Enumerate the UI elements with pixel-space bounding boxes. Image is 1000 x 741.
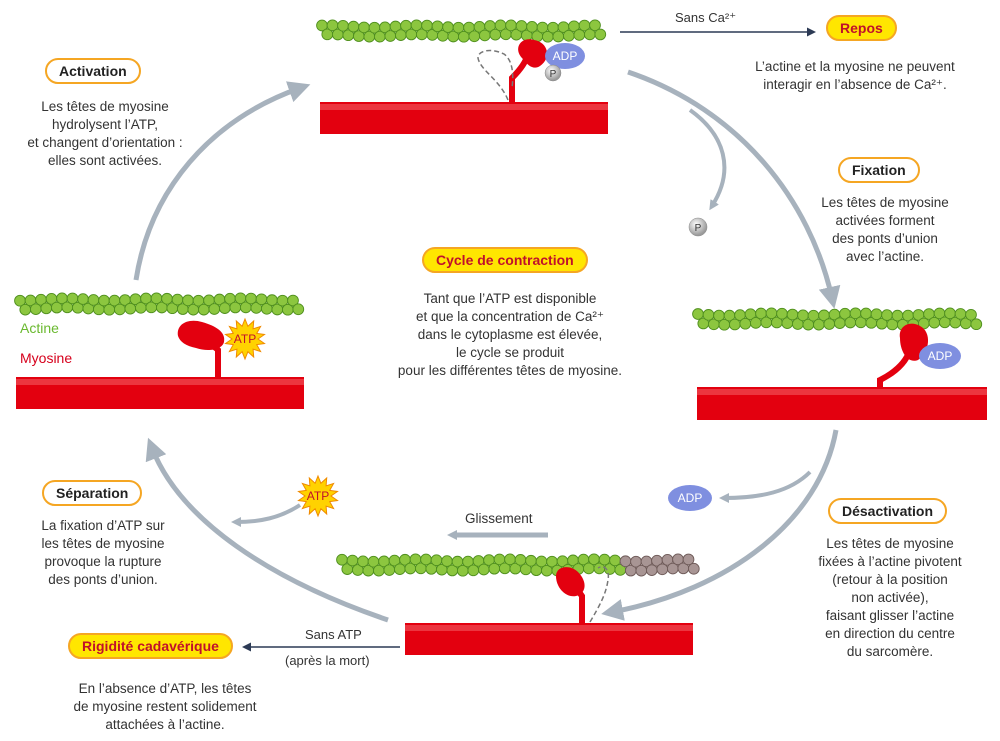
actin-filament-top <box>316 19 607 43</box>
sans-atp-label: Sans ATP <box>305 627 362 642</box>
actin-bead <box>594 28 607 41</box>
activation-label: Activation <box>45 58 141 84</box>
phosphate-molecule-released <box>688 217 708 237</box>
svg-text:ADP: ADP <box>678 491 703 505</box>
atp-molecule-free: ATP <box>297 474 339 518</box>
actin-bead <box>515 20 528 32</box>
actin-bead <box>965 308 977 321</box>
actin-bead <box>346 554 359 567</box>
release-arrows <box>231 108 812 527</box>
cycle-title: Cycle de contraction <box>422 247 588 273</box>
actin-bead <box>430 554 443 567</box>
myosine-label: Myosine <box>20 350 73 366</box>
actin-bead <box>692 308 704 320</box>
actine-label: Actine <box>20 320 59 336</box>
actin-bead <box>589 19 601 32</box>
svg-text:P: P <box>695 223 702 234</box>
fixation-label: Fixation <box>838 157 920 183</box>
glissement-label: Glissement <box>465 511 533 526</box>
phosphate-molecule-top <box>544 64 562 82</box>
atp-molecule-left: ATP <box>224 317 266 361</box>
adp-molecule-right <box>919 343 961 369</box>
apres-mort-label: (après la mort) <box>285 653 370 668</box>
actin-bead <box>870 308 883 321</box>
actin-bead <box>292 303 305 316</box>
myosin-head-left <box>177 320 225 377</box>
actin-filament-left <box>14 292 305 316</box>
actin-bead <box>255 293 268 306</box>
separation-label: Séparation <box>42 480 143 506</box>
actin-filament-right <box>692 307 983 331</box>
actin-bead <box>287 294 299 307</box>
cycle-arrows <box>133 69 841 623</box>
adp-label-top: ADP <box>553 49 578 63</box>
actin-filament-bottom <box>336 553 700 577</box>
actin-bead <box>682 553 695 566</box>
myosin-head-bottom <box>556 566 610 623</box>
actin-bead <box>970 318 983 331</box>
rigidite-label: Rigidité cadavérique <box>68 633 233 659</box>
actin-bead <box>687 562 700 575</box>
svg-text:ATP: ATP <box>234 332 256 346</box>
svg-text:ADP: ADP <box>928 349 953 363</box>
myosin-head-top <box>477 39 548 102</box>
actin-bead <box>786 308 799 321</box>
sans-ca-label: Sans Ca²⁺ <box>675 10 737 25</box>
adp-molecule-released <box>668 485 712 511</box>
svg-text:ATP: ATP <box>307 489 329 503</box>
actin-bead <box>609 554 621 567</box>
desactivation-label: Désactivation <box>828 498 948 524</box>
repos-label: Repos <box>826 15 897 41</box>
svg-text:P: P <box>550 69 557 80</box>
actin-bead <box>431 20 444 33</box>
actin-bead <box>77 293 89 305</box>
adp-molecule-top <box>545 43 585 69</box>
